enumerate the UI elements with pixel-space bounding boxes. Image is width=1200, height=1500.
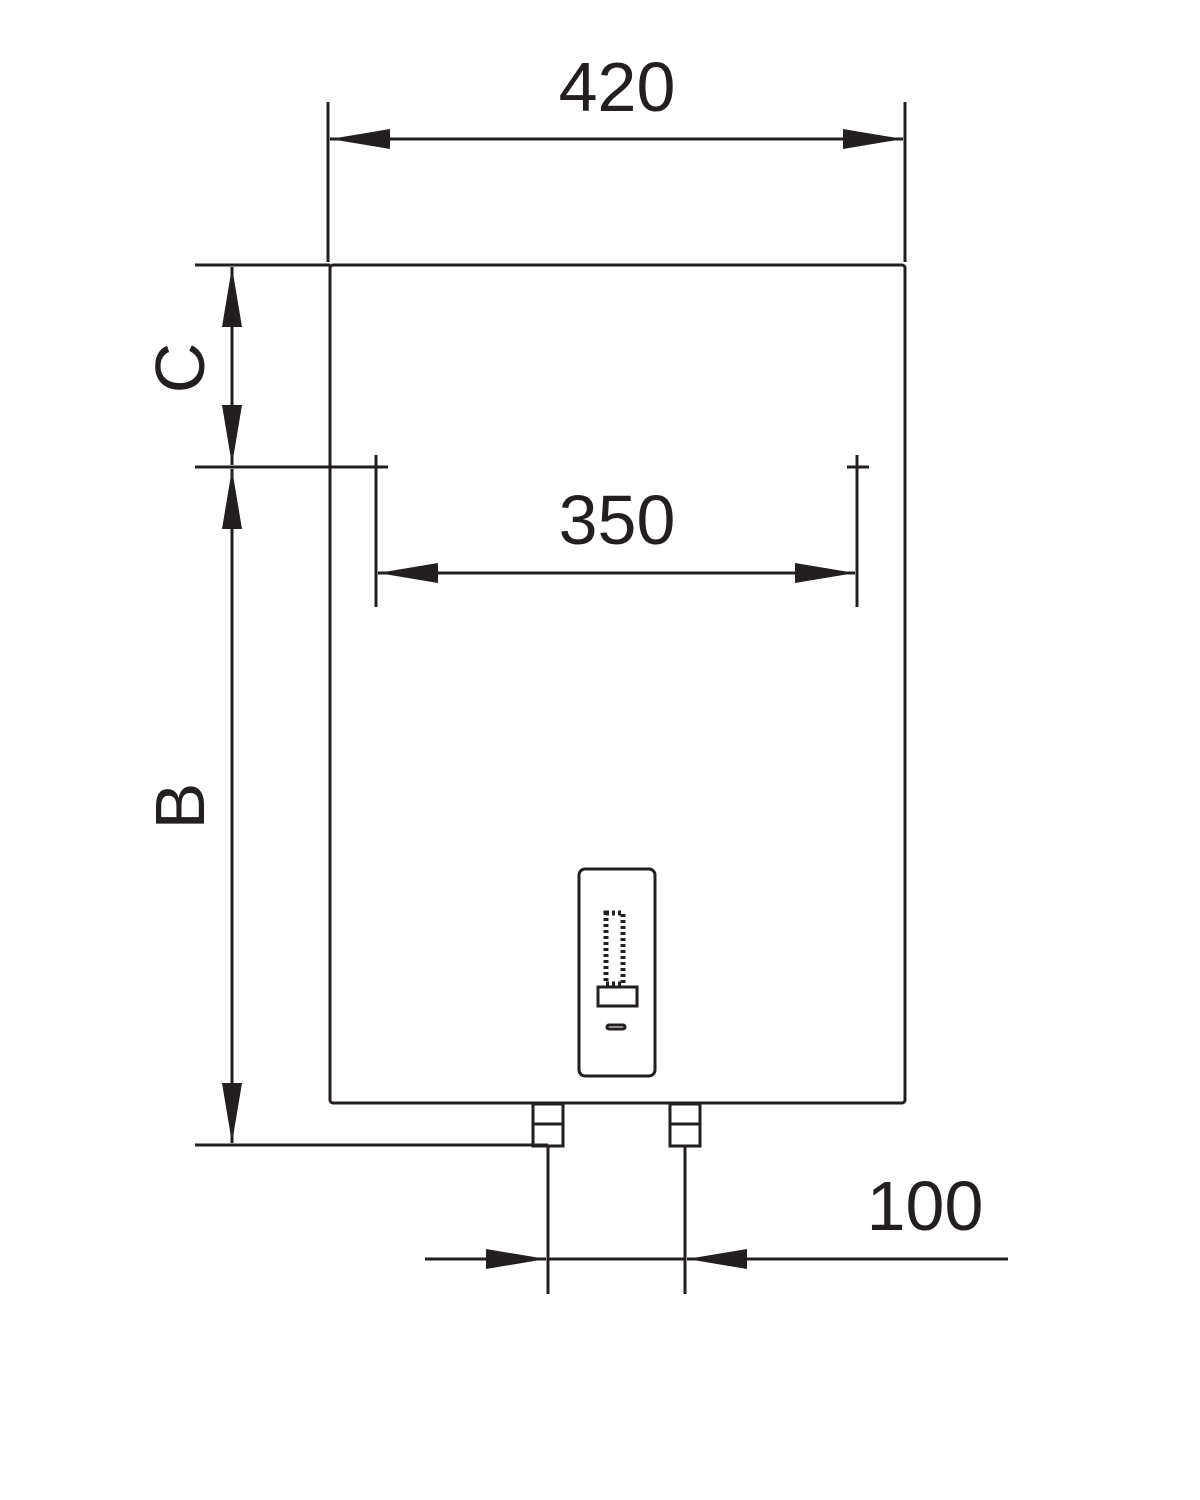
mount-spacing-label: 350 [559,481,676,559]
pipe-spacing-label: 100 [867,1167,984,1245]
display-window [596,985,639,1008]
control-panel [577,867,657,1078]
width-label: 420 [559,48,676,126]
pipe-connector-left [531,1102,565,1148]
indicator-light [605,1023,627,1031]
temperature-scale [603,910,626,987]
heater-body [328,263,907,1105]
height-label: B [141,783,219,830]
pipe-connector-right [668,1102,702,1148]
top-offset-label: C [141,343,219,394]
